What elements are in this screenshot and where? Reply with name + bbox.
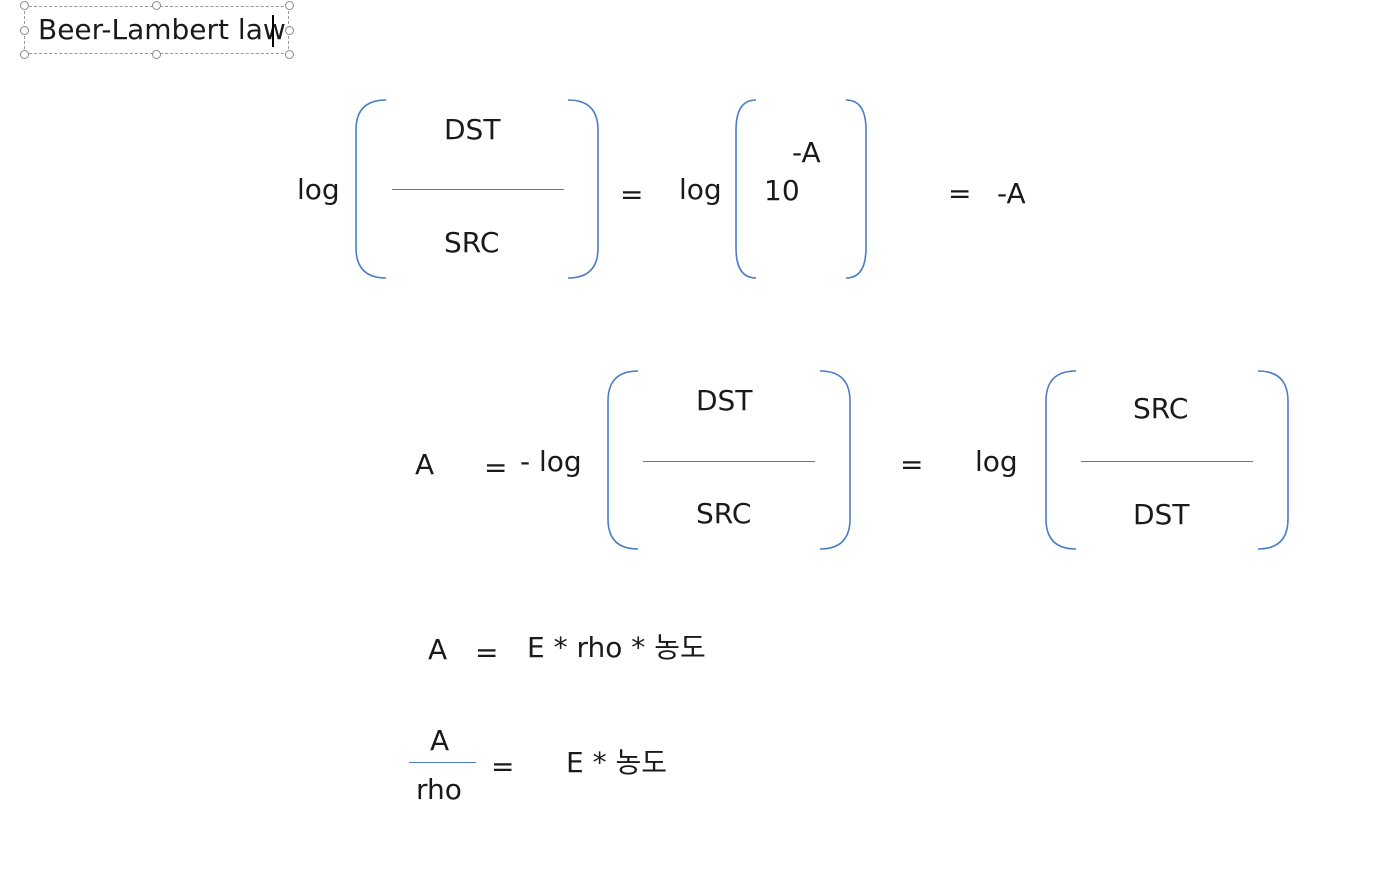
eq1-log-middle: log (679, 173, 722, 206)
eq1-log-left: log (297, 173, 340, 206)
eq1-base: 10 (764, 174, 800, 207)
eq4-numerator: A (430, 724, 450, 757)
eq2-right-paren-1 (819, 370, 851, 550)
eq4-denominator: rho (416, 773, 462, 806)
eq2-denominator-2: DST (1133, 498, 1190, 531)
resize-handle-top-left[interactable] (20, 1, 29, 10)
resize-handle-bottom-left[interactable] (20, 50, 29, 59)
eq1-left-paren (355, 99, 387, 279)
resize-handle-middle-right[interactable] (285, 26, 294, 35)
eq2-numerator-1: DST (696, 384, 753, 417)
eq1-power-right-paren (845, 99, 867, 279)
eq2-left-paren-1 (607, 370, 639, 550)
eq2-fraction-line-2 (1081, 461, 1253, 462)
resize-handle-middle-left[interactable] (20, 26, 29, 35)
eq2-log: log (975, 445, 1018, 478)
eq3-lhs: A (428, 633, 448, 666)
resize-handle-bottom-right[interactable] (285, 50, 294, 59)
eq2-left-paren-2 (1045, 370, 1077, 550)
eq2-lhs: A (415, 448, 435, 481)
eq1-fraction-line (392, 189, 564, 190)
eq1-equals-2: = (948, 177, 972, 210)
eq1-exponent: -A (792, 136, 821, 169)
eq1-result: -A (997, 177, 1026, 210)
eq2-fraction-line-1 (643, 461, 815, 462)
eq1-denominator: SRC (444, 226, 500, 259)
eq3-equals: = (475, 636, 499, 669)
eq4-fraction-line (409, 762, 476, 763)
eq2-neg-log: - log (520, 445, 582, 478)
eq1-equals-1: = (620, 178, 644, 211)
eq2-equals-1: = (484, 451, 508, 484)
resize-handle-top-right[interactable] (285, 1, 294, 10)
eq1-power-left-paren (735, 99, 757, 279)
text-caret (272, 15, 274, 47)
eq1-numerator: DST (444, 113, 501, 146)
eq4-rhs: E * 농도 (566, 746, 668, 779)
eq2-equals-2: = (900, 448, 924, 481)
eq2-denominator-1: SRC (696, 497, 752, 530)
eq4-equals: = (491, 750, 515, 783)
eq2-numerator-2: SRC (1133, 392, 1189, 425)
eq1-right-paren (567, 99, 599, 279)
resize-handle-top-middle[interactable] (152, 1, 161, 10)
resize-handle-bottom-middle[interactable] (152, 50, 161, 59)
title-text[interactable]: Beer-Lambert law (38, 13, 286, 46)
eq3-rhs: E * rho * 농도 (527, 631, 706, 664)
eq2-right-paren-2 (1257, 370, 1289, 550)
